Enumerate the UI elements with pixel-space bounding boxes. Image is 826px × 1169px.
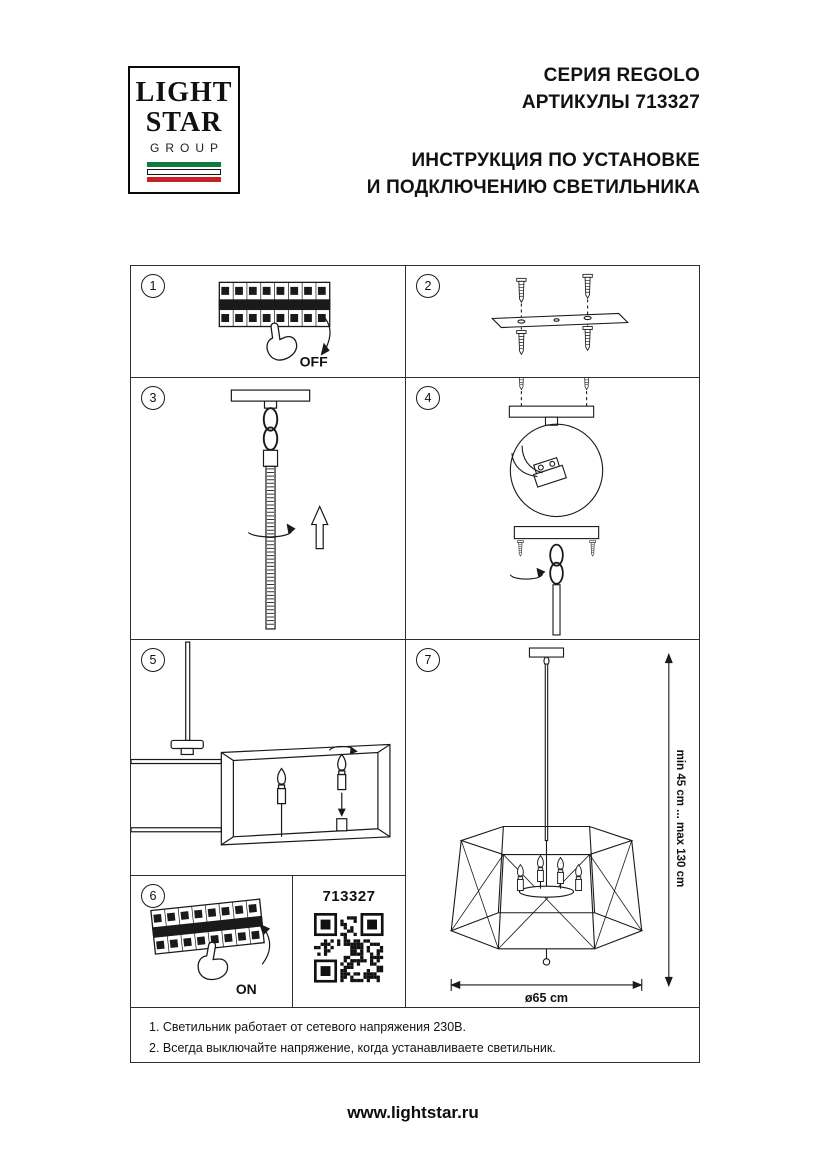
- step-6-cell: 6 ON 713327: [131, 876, 406, 1008]
- chandelier-illustration: min 45 cm ... max 130 cm ø65 cm: [449, 647, 686, 1005]
- italian-flag-icon: [147, 162, 221, 182]
- instruction-title-line2: И ПОДКЛЮЧЕНИЮ СВЕТИЛЬНИКА: [366, 177, 700, 198]
- screw-icon: [582, 326, 593, 351]
- wiring-illustration: [508, 378, 604, 636]
- breaker-on-illustration: ON: [131, 876, 271, 997]
- step-number-badge: 2: [416, 274, 440, 298]
- instruction-title-line1: ИНСТРУКЦИЯ ПО УСТАНОВКЕ: [411, 150, 700, 171]
- arrowhead: [536, 567, 546, 578]
- rod-adjust-illustration: [230, 389, 329, 630]
- logo-word-group: GROUP: [149, 141, 224, 155]
- header: СЕРИЯ REGOLO АРТИКУЛЫ 713327 ИНСТРУКЦИЯ …: [367, 62, 700, 201]
- candle-bulb-icon: [276, 767, 287, 805]
- article-number: 713327: [322, 888, 376, 905]
- step-7-cell: 7: [406, 640, 699, 1008]
- arrowhead: [259, 923, 271, 936]
- step-4-cell: 4: [406, 378, 699, 640]
- arrowhead: [320, 342, 330, 356]
- logo-word-light: LIGHT: [135, 77, 233, 108]
- note-line-1: 1. Светильник работает от сетевого напря…: [149, 1020, 466, 1034]
- detail-circle: [509, 423, 604, 518]
- step-number-badge: 6: [141, 884, 165, 908]
- step-number-badge: 4: [416, 386, 440, 410]
- step-6-drawing: 6 ON: [131, 876, 293, 1007]
- arrowhead: [286, 523, 296, 535]
- mounting-bar-illustration: [491, 273, 630, 355]
- chain-icon: [549, 543, 564, 585]
- candle-bulb-icon: [537, 855, 544, 882]
- on-label: ON: [236, 981, 257, 997]
- note-line-2: 2. Всегда выключайте напряжение, когда у…: [149, 1040, 556, 1055]
- website-url: www.lightstar.ru: [347, 1103, 479, 1122]
- flag-red-stripe: [147, 177, 221, 182]
- hexagonal-cage: [449, 825, 644, 950]
- candle-bulb-icon: [575, 864, 582, 891]
- rotate-arrow: [329, 745, 355, 751]
- height-dimension: [664, 653, 673, 987]
- diameter-dimension-label: ø65 cm: [525, 991, 568, 1005]
- articles-title: АРТИКУЛЫ 713327: [521, 92, 700, 113]
- off-label: OFF: [300, 354, 329, 370]
- qr-cell: 713327: [293, 876, 405, 1007]
- instruction-steps-table: 1 OFF 2: [130, 265, 700, 1063]
- screw-icon: [582, 273, 593, 299]
- arrowhead: [349, 746, 358, 755]
- screw-icon: [516, 277, 527, 303]
- lightstar-logo: LIGHT STAR GROUP: [128, 66, 240, 194]
- step-2-cell: 2: [406, 266, 699, 378]
- screw-icon: [517, 378, 526, 391]
- screw-icon: [516, 330, 527, 355]
- candle-bulb-icon: [557, 857, 564, 884]
- series-title: СЕРИЯ REGOLO: [543, 65, 700, 86]
- step-number-badge: 5: [141, 648, 165, 672]
- breaker-off-illustration: OFF: [131, 266, 405, 370]
- step-number-badge: 3: [141, 386, 165, 410]
- bulb-install-illustration: [131, 641, 391, 846]
- qr-code: [314, 913, 384, 983]
- step-number-badge: 7: [416, 648, 440, 672]
- chain-icon: [262, 407, 279, 451]
- candle-bulb-icon: [337, 753, 347, 791]
- screw-icon: [582, 378, 591, 391]
- circuit-breaker-icon: [151, 899, 264, 954]
- height-dimension-label: min 45 cm ... max 130 cm: [674, 750, 686, 888]
- flag-white-stripe: [147, 169, 221, 175]
- insert-arrowhead: [337, 808, 346, 817]
- candle-bulb-icon: [517, 864, 524, 891]
- step-3-cell: 3: [131, 378, 406, 640]
- step-5-cell: 5: [131, 640, 406, 876]
- logo-word-star: STAR: [145, 107, 223, 138]
- circuit-breaker-icon: [219, 282, 329, 326]
- terminal-block-icon: [511, 445, 567, 488]
- notes: 1. Светильник работает от сетевого напря…: [131, 1008, 699, 1062]
- bolt-icon: [517, 540, 524, 557]
- flag-green-stripe: [147, 162, 221, 167]
- diameter-dimension: [450, 978, 643, 991]
- bolt-icon: [589, 540, 596, 557]
- up-arrow: [310, 505, 329, 550]
- step-number-badge: 1: [141, 274, 165, 298]
- step-1-cell: 1 OFF: [131, 266, 406, 378]
